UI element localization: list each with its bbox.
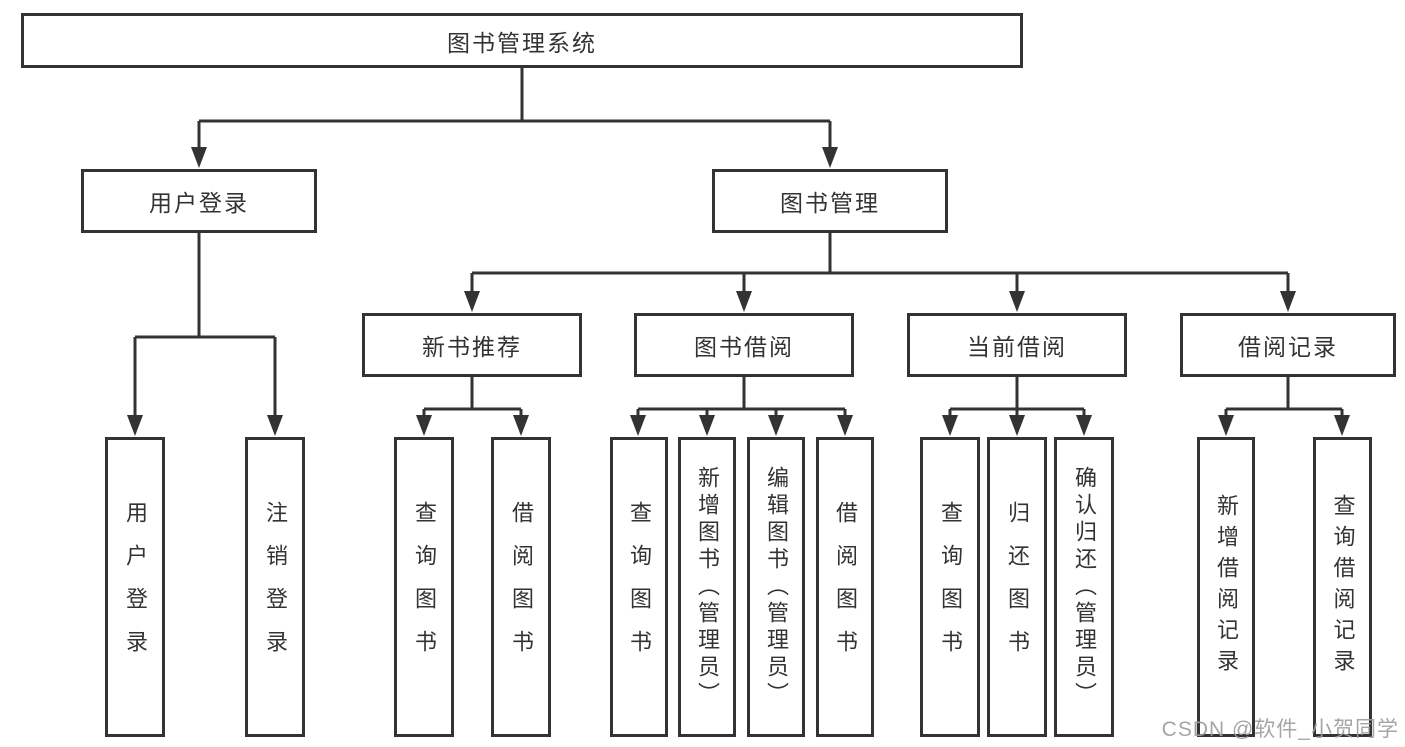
node-leaf-confirm-return-admin: 确认归还（管理员） <box>1054 437 1114 737</box>
node-leaf-query-borrow-record-label: 查询借阅记录 <box>1330 494 1356 680</box>
node-leaf-query-books-borrow: 查询图书 <box>610 437 668 737</box>
node-leaf-add-books-admin-label: 新增图书（管理员） <box>695 465 720 709</box>
node-new-book-recommend-label: 新书推荐 <box>422 334 522 360</box>
node-leaf-add-books-admin: 新增图书（管理员） <box>678 437 736 737</box>
node-leaf-return-books-label: 归还图书 <box>1005 501 1030 673</box>
node-leaf-query-books-recommend: 查询图书 <box>394 437 454 737</box>
node-leaf-borrow-books-recommend-label: 借阅图书 <box>509 501 534 673</box>
node-leaf-edit-books-admin-label: 编辑图书（管理员） <box>764 465 789 709</box>
node-leaf-confirm-return-admin-label: 确认归还（管理员） <box>1072 465 1097 709</box>
node-leaf-borrow-books: 借阅图书 <box>816 437 874 737</box>
node-leaf-borrow-books-recommend: 借阅图书 <box>491 437 551 737</box>
node-leaf-logout: 注销登录 <box>245 437 305 737</box>
node-root: 图书管理系统 <box>21 13 1023 68</box>
node-current-borrow: 当前借阅 <box>907 313 1127 377</box>
node-leaf-add-borrow-record-label: 新增借阅记录 <box>1214 494 1239 680</box>
node-book-management: 图书管理 <box>712 169 948 233</box>
node-leaf-add-borrow-record: 新增借阅记录 <box>1197 437 1255 737</box>
node-leaf-edit-books-admin: 编辑图书（管理员） <box>747 437 805 737</box>
node-leaf-user-login: 用户登录 <box>105 437 165 737</box>
node-root-label: 图书管理系统 <box>447 29 597 56</box>
node-leaf-query-books-recommend-label: 查询图书 <box>412 501 437 673</box>
node-leaf-return-books: 归还图书 <box>987 437 1047 737</box>
watermark: CSDN @软件_小贺同学 <box>1161 718 1399 741</box>
node-leaf-query-books-current-label: 查询图书 <box>938 501 963 673</box>
node-leaf-query-books-borrow-label: 查询图书 <box>627 501 652 673</box>
node-leaf-query-books-current: 查询图书 <box>920 437 980 737</box>
node-borrow-records-label: 借阅记录 <box>1238 334 1338 360</box>
node-current-borrow-label: 当前借阅 <box>967 334 1067 360</box>
node-book-management-label: 图书管理 <box>780 190 880 216</box>
arrowheads <box>127 147 1350 436</box>
node-leaf-user-login-label: 用户登录 <box>123 501 148 673</box>
node-leaf-query-borrow-record: 查询借阅记录 <box>1313 437 1372 737</box>
node-book-borrow: 图书借阅 <box>634 313 854 377</box>
connector-paths <box>133 68 1344 420</box>
node-book-borrow-label: 图书借阅 <box>694 334 794 360</box>
node-borrow-records: 借阅记录 <box>1180 313 1396 377</box>
node-new-book-recommend: 新书推荐 <box>362 313 582 377</box>
node-leaf-borrow-books-label: 借阅图书 <box>833 501 858 673</box>
node-user-login: 用户登录 <box>81 169 317 233</box>
node-leaf-logout-label: 注销登录 <box>263 501 288 673</box>
node-user-login-label: 用户登录 <box>149 190 249 216</box>
